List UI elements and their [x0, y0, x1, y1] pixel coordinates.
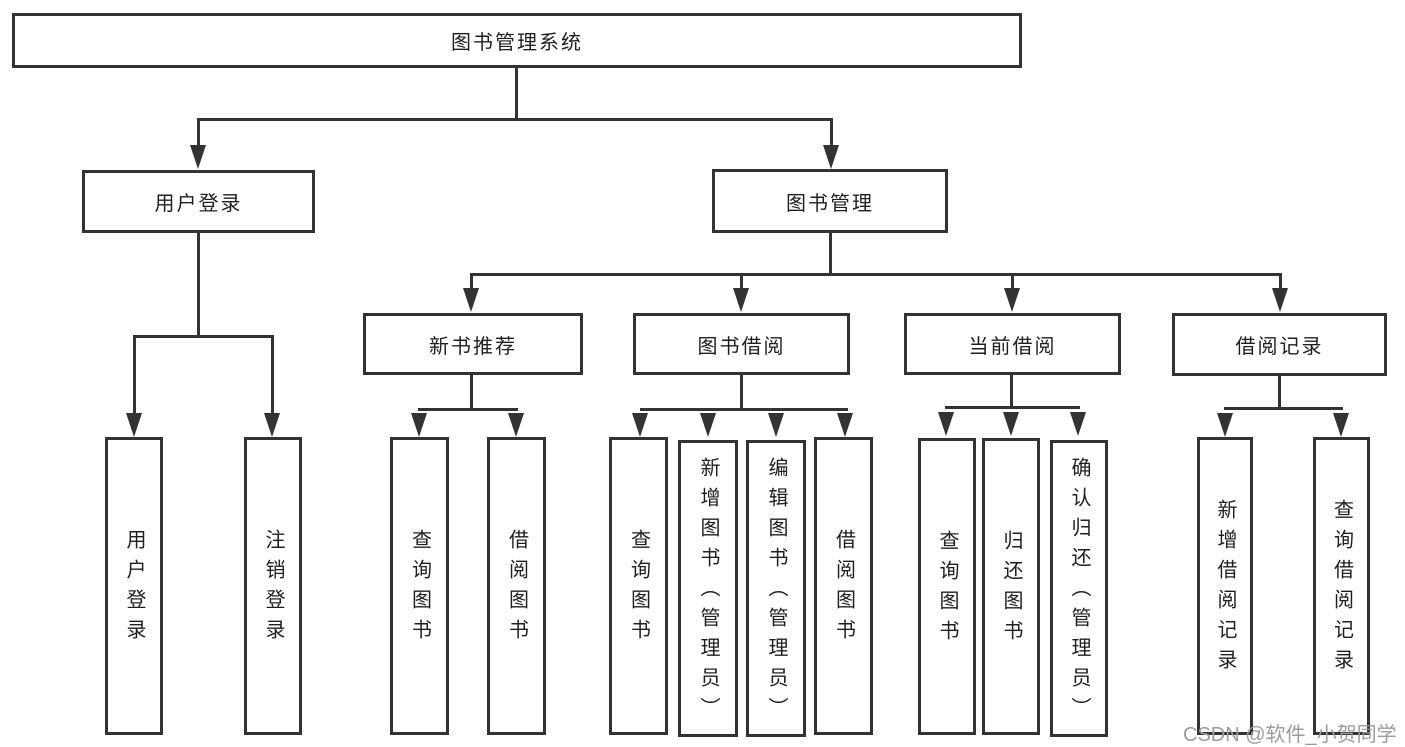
- connector-line: [271, 335, 274, 417]
- arrowhead-down-icon: [508, 413, 524, 437]
- leaf-logout-login: 注销登录: [244, 437, 302, 735]
- leaf-query-books-recommend: 查询图书: [390, 437, 449, 735]
- leaf-borrow-books: 借阅图书: [814, 437, 873, 735]
- arrowhead-down-icon: [264, 413, 280, 437]
- arrowhead-down-icon: [1272, 288, 1288, 312]
- arrowhead-down-icon: [1217, 413, 1233, 437]
- csdn-watermark: CSDN @软件_小贺同学: [1183, 724, 1397, 746]
- connector-line: [197, 118, 200, 150]
- connector-line: [740, 273, 743, 291]
- connector-line: [1279, 273, 1282, 291]
- arrowhead-down-icon: [411, 413, 427, 437]
- connector-line: [418, 408, 518, 411]
- connector-line: [470, 375, 473, 408]
- connector-line: [133, 335, 274, 338]
- leaf-borrow-books-recommend: 借阅图书: [487, 437, 546, 735]
- arrowhead-down-icon: [733, 288, 749, 312]
- arrowhead-down-icon: [768, 413, 784, 437]
- node-borrow-records: 借阅记录: [1172, 313, 1387, 376]
- arrowhead-down-icon: [1004, 288, 1020, 312]
- leaf-user-login: 用户登录: [105, 437, 163, 735]
- leaf-query-books-current: 查询图书: [918, 438, 976, 735]
- connector-line: [197, 118, 833, 121]
- connector-line: [1224, 407, 1343, 410]
- connector-line: [197, 233, 200, 335]
- arrowhead-down-icon: [632, 413, 648, 437]
- arrowhead-down-icon: [463, 288, 479, 312]
- arrowhead-down-icon: [1003, 412, 1019, 436]
- leaf-confirm-return-admin: 确认归还（管理员）: [1050, 440, 1108, 737]
- connector-line: [1011, 273, 1014, 291]
- connector-line: [470, 273, 473, 291]
- connector-line: [945, 406, 1080, 409]
- connector-line: [1010, 375, 1013, 406]
- connector-line: [1278, 375, 1281, 407]
- node-root-system: 图书管理系统: [12, 13, 1022, 68]
- arrowhead-down-icon: [1333, 413, 1349, 437]
- leaf-return-books: 归还图书: [982, 438, 1040, 735]
- connector-line: [470, 273, 1281, 276]
- leaf-query-books-borrow: 查询图书: [609, 437, 668, 735]
- connector-line: [640, 408, 848, 411]
- connector-line: [740, 375, 743, 408]
- connector-line: [829, 233, 832, 273]
- leaf-query-borrow-record: 查询借阅记录: [1313, 437, 1370, 735]
- node-current-borrow: 当前借阅: [904, 313, 1121, 375]
- node-user-login: 用户登录: [82, 170, 315, 233]
- leaf-add-borrow-record: 新增借阅记录: [1197, 437, 1253, 735]
- connector-line: [133, 335, 136, 417]
- connector-line: [830, 118, 833, 150]
- arrowhead-down-icon: [1070, 412, 1086, 436]
- node-book-management: 图书管理: [712, 169, 948, 233]
- arrowhead-down-icon: [126, 413, 142, 437]
- arrowhead-down-icon: [938, 412, 954, 436]
- arrowhead-down-icon: [837, 413, 853, 437]
- node-new-book-recommend: 新书推荐: [363, 313, 583, 375]
- connector-line: [515, 68, 518, 118]
- arrowhead-down-icon: [190, 145, 206, 169]
- node-book-borrow: 图书借阅: [633, 313, 850, 375]
- leaf-add-books-admin: 新增图书（管理员）: [678, 440, 738, 737]
- arrowhead-down-icon: [823, 145, 839, 169]
- leaf-edit-books-admin: 编辑图书（管理员）: [746, 440, 806, 737]
- arrowhead-down-icon: [700, 413, 716, 437]
